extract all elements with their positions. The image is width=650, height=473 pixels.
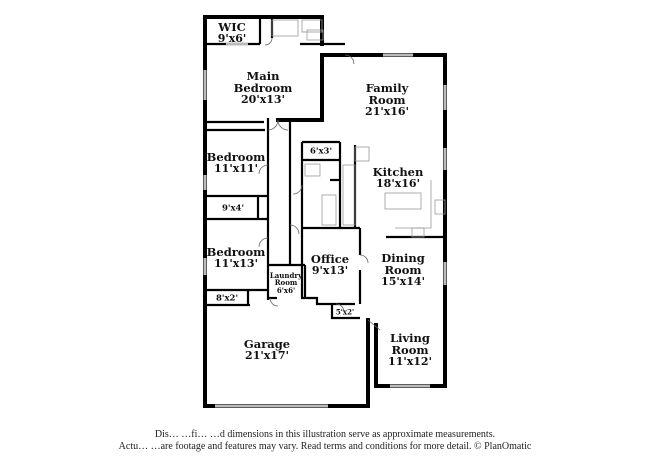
windows: [203, 42, 447, 408]
room-label-office: Office 9'x13': [310, 252, 350, 278]
room-label-laundry-room: Laundry Room 6'x6': [269, 270, 303, 295]
room-label-bedroom-1: Bedroom 11'x11': [206, 150, 266, 176]
room-label-kitchen: Kitchen 18'x16': [372, 165, 424, 191]
room-label-main-bedroom: Main Bedroom 20'x13': [233, 69, 293, 107]
room-label-garage: Garage 21'x17': [243, 337, 291, 363]
room-label-closet-5x2: 5'x2': [335, 307, 355, 317]
room-label-closet-6x3: 6'x3': [309, 146, 333, 157]
interior-walls: [205, 17, 445, 320]
room-label-closet-9x4: 9'x4': [221, 203, 245, 214]
room-label-wic: WIC 9'x6': [217, 20, 247, 46]
room-label-bedroom-2: Bedroom 11'x13': [206, 245, 266, 271]
room-label-living-room: Living Room 11'x12': [388, 331, 432, 369]
disclaimer-line-2: Actu… …are footage and features may vary…: [118, 441, 532, 452]
room-label-family-room: Family Room 21'x16': [365, 81, 409, 119]
room-label-closet-8x2: 8'x2': [215, 293, 239, 304]
disclaimer-line-1: Dis… …fi… …d dimensions in this illustra…: [154, 429, 496, 440]
fixtures: [271, 19, 446, 238]
doors: [258, 37, 381, 331]
room-label-dining-room: Dining Room 15'x14': [381, 251, 425, 289]
